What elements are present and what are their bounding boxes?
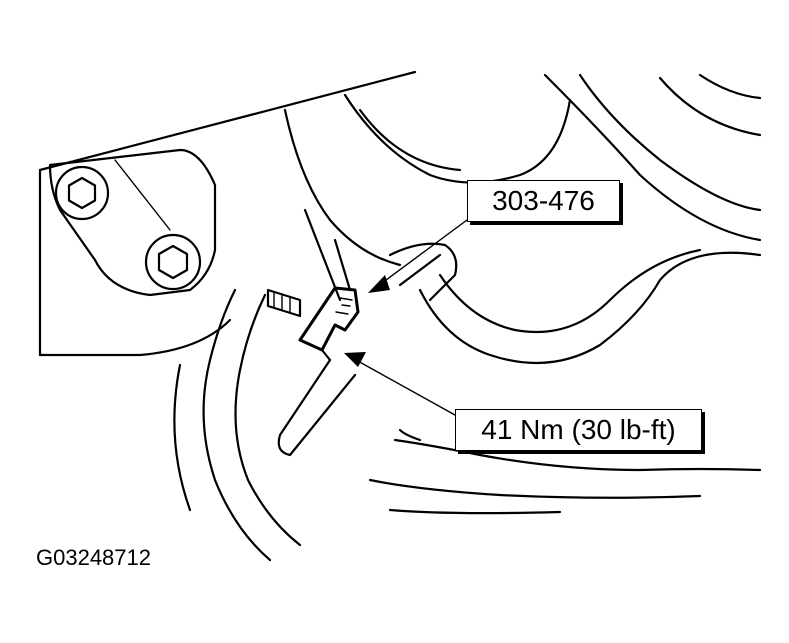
hose-inner — [234, 293, 302, 547]
block-contour-corner — [658, 76, 762, 137]
fitting-stud-icon — [266, 288, 302, 318]
torque-leader-arrow — [344, 352, 456, 416]
tool-number-callout: 303-476 — [467, 180, 620, 222]
hose-left-lower — [173, 363, 192, 512]
torque-spec-text: 41 Nm (30 lb-ft) — [481, 414, 676, 445]
figure-id: G03248712 — [36, 545, 151, 570]
torque-spec-callout: 41 Nm (30 lb-ft) — [455, 409, 702, 451]
lower-contour-1 — [393, 438, 762, 472]
block-contour-upper — [283, 108, 402, 267]
tool-leader-arrow — [368, 219, 468, 293]
mounting-bracket — [48, 148, 217, 297]
housing-bottom-edge — [38, 318, 232, 357]
lower-contour-3 — [368, 478, 702, 499]
upper-bolt-icon — [54, 165, 110, 221]
block-contour-top-right — [698, 73, 762, 100]
hose-outer — [202, 288, 272, 562]
special-tool-303-476 — [298, 286, 360, 362]
block-contour-right — [543, 73, 762, 242]
housing-top-edge — [38, 70, 417, 172]
tool-number-text: 303-476 — [492, 185, 595, 216]
body-line-1 — [303, 208, 342, 302]
pipe-diagonal-upper — [388, 242, 458, 302]
pipe-diagonal-main — [277, 358, 357, 457]
bracket-opening — [418, 251, 762, 365]
lower-contour-4 — [388, 508, 562, 515]
block-contour-arc — [358, 108, 462, 172]
lower-bolt-icon — [144, 233, 202, 291]
bracket-inner-edge — [114, 159, 171, 231]
pipe-diagonal-lower — [398, 253, 442, 287]
body-line-2 — [333, 238, 352, 292]
lower-contour-2 — [398, 428, 422, 442]
bracket-opening-inner — [438, 248, 702, 334]
block-contour-far-right — [578, 73, 762, 212]
